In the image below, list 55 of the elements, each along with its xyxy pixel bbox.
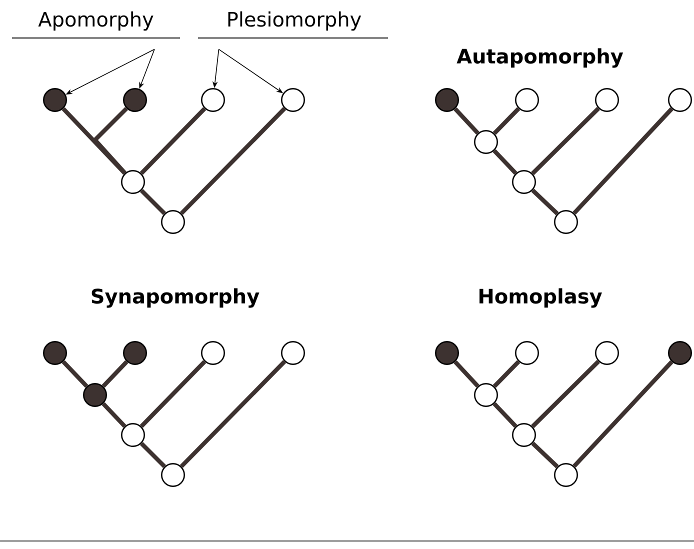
branch-line	[180, 107, 286, 215]
branch-line	[492, 107, 520, 135]
open-circle	[515, 88, 539, 112]
branch-line	[492, 402, 518, 428]
branch-line	[572, 107, 674, 215]
branch-line	[62, 360, 88, 388]
branch-line	[531, 442, 559, 468]
branch-line	[102, 402, 126, 428]
branch-line	[62, 107, 126, 175]
open-circle	[281, 88, 305, 112]
open-circle	[121, 170, 145, 194]
open-circle	[512, 423, 536, 447]
branch-line	[140, 360, 206, 428]
branch-line	[572, 360, 674, 468]
filled-circle	[83, 383, 107, 407]
filled-circle	[43, 341, 67, 365]
term-label: Plesiomorphy	[228, 11, 362, 31]
branch-line	[102, 360, 128, 388]
branch-line	[492, 360, 520, 388]
branch-line	[92, 106, 128, 175]
branch-line	[531, 188, 559, 216]
branch-line	[531, 106, 600, 176]
open-circle	[668, 88, 692, 112]
filled-circle	[123, 88, 147, 112]
open-circle	[515, 341, 539, 365]
open-circle	[474, 383, 498, 407]
panel-title: Homoplasy	[480, 288, 602, 308]
branch-line	[180, 360, 286, 468]
open-circle	[201, 88, 225, 112]
open-circle	[121, 423, 145, 447]
open-circle	[512, 170, 536, 194]
open-circle	[554, 463, 578, 487]
open-circle	[474, 130, 498, 154]
filled-circle	[123, 341, 147, 365]
open-circle	[281, 341, 305, 365]
filled-circle	[435, 88, 459, 112]
open-circle	[161, 210, 185, 234]
open-circle	[595, 88, 619, 112]
branch-line	[531, 360, 600, 428]
open-circle	[595, 341, 619, 365]
term-label: Apomorphy	[38, 11, 154, 31]
branch-line	[140, 442, 166, 468]
open-circle	[161, 463, 185, 487]
open-circle	[201, 341, 225, 365]
panel-title: Synapomorphy	[92, 288, 260, 308]
filled-circle	[668, 341, 692, 365]
filled-circle	[43, 88, 67, 112]
branch-line	[140, 107, 206, 175]
filled-circle	[435, 341, 459, 365]
panel-title: Autapomorphy	[456, 48, 624, 68]
branch-line	[492, 149, 518, 175]
branch-line	[454, 360, 480, 388]
open-circle	[554, 210, 578, 234]
branch-line	[454, 107, 480, 135]
branch-line	[140, 188, 166, 216]
